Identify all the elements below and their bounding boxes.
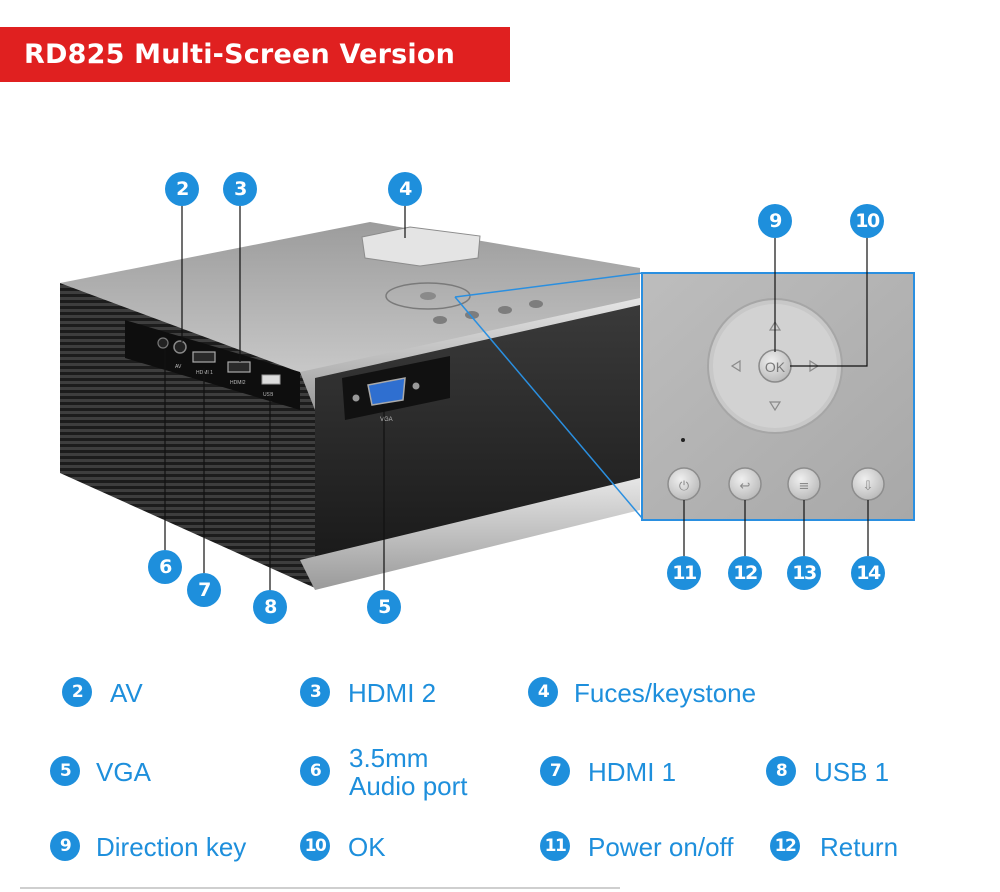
legend-label: VGA — [96, 757, 151, 787]
callout-4: 4 — [388, 172, 422, 206]
legend-label-line1: 3.5mm — [349, 743, 429, 773]
usb-port — [261, 374, 281, 385]
callout-5: 5 — [367, 590, 401, 624]
legend-badge: 10 — [300, 831, 330, 861]
av-port-label: AV — [175, 364, 182, 370]
vga-port — [367, 377, 406, 406]
legend-label: HDMI 2 — [348, 678, 437, 708]
svg-text:≡: ≡ — [799, 479, 810, 494]
legend-badge: 3 — [300, 677, 330, 707]
page-title: RD825 Multi-Screen Version Port — [0, 27, 510, 125]
legend-badge: 7 — [540, 756, 570, 786]
legend-label: Direction key — [96, 832, 247, 862]
legend-label: HDMI 1 — [588, 757, 677, 787]
callout-3: 3 — [223, 172, 257, 206]
legend-label: Return — [820, 832, 899, 862]
hdmi2-port — [227, 361, 251, 373]
legend-label: USB 1 — [814, 757, 890, 787]
legend-label: AV — [110, 678, 143, 708]
bottom-divider — [20, 887, 620, 889]
legend-badge: 8 — [766, 756, 796, 786]
port-plate — [125, 320, 300, 410]
hdmi2-port-label: HDMI2 — [230, 380, 246, 386]
callout-10: 10 — [850, 204, 884, 238]
callout-14: 14 — [851, 556, 885, 590]
svg-text:⇩: ⇩ — [863, 479, 874, 494]
legend-badge: 2 — [62, 677, 92, 707]
legend-badge: 12 — [770, 831, 800, 861]
legend-badge: 11 — [540, 831, 570, 861]
legend-badge: 6 — [300, 756, 330, 786]
legend-badge: 5 — [50, 756, 80, 786]
ok-button-label: OK — [765, 359, 786, 375]
av-port — [173, 340, 187, 354]
hdmi1-port — [192, 351, 216, 363]
callout-9: 9 — [758, 204, 792, 238]
bottom-silver-band — [300, 478, 640, 590]
callout-11: 11 — [667, 556, 701, 590]
callout-2: 2 — [165, 172, 199, 206]
callout-6: 6 — [148, 550, 182, 584]
legend-label: OK — [348, 832, 386, 862]
projector-top-surface — [60, 222, 640, 378]
callout-12: 12 — [728, 556, 762, 590]
callout-13: 13 — [787, 556, 821, 590]
svg-text:↩: ↩ — [740, 479, 751, 494]
callout-7: 7 — [187, 573, 221, 607]
usb-port-label: USB — [263, 392, 274, 398]
legend-badge: 9 — [50, 831, 80, 861]
svg-text:⏻: ⏻ — [679, 479, 689, 494]
legend-label: Power on/off — [588, 832, 734, 862]
callout-8: 8 — [253, 590, 287, 624]
legend-label-line2: Audio port — [349, 771, 468, 801]
legend-badge: 4 — [528, 677, 558, 707]
lens-window — [361, 226, 481, 267]
legend-label: Fuces/keystone — [574, 678, 757, 708]
top-control-ring — [385, 282, 471, 310]
vga-port-label: VGA — [380, 417, 393, 423]
